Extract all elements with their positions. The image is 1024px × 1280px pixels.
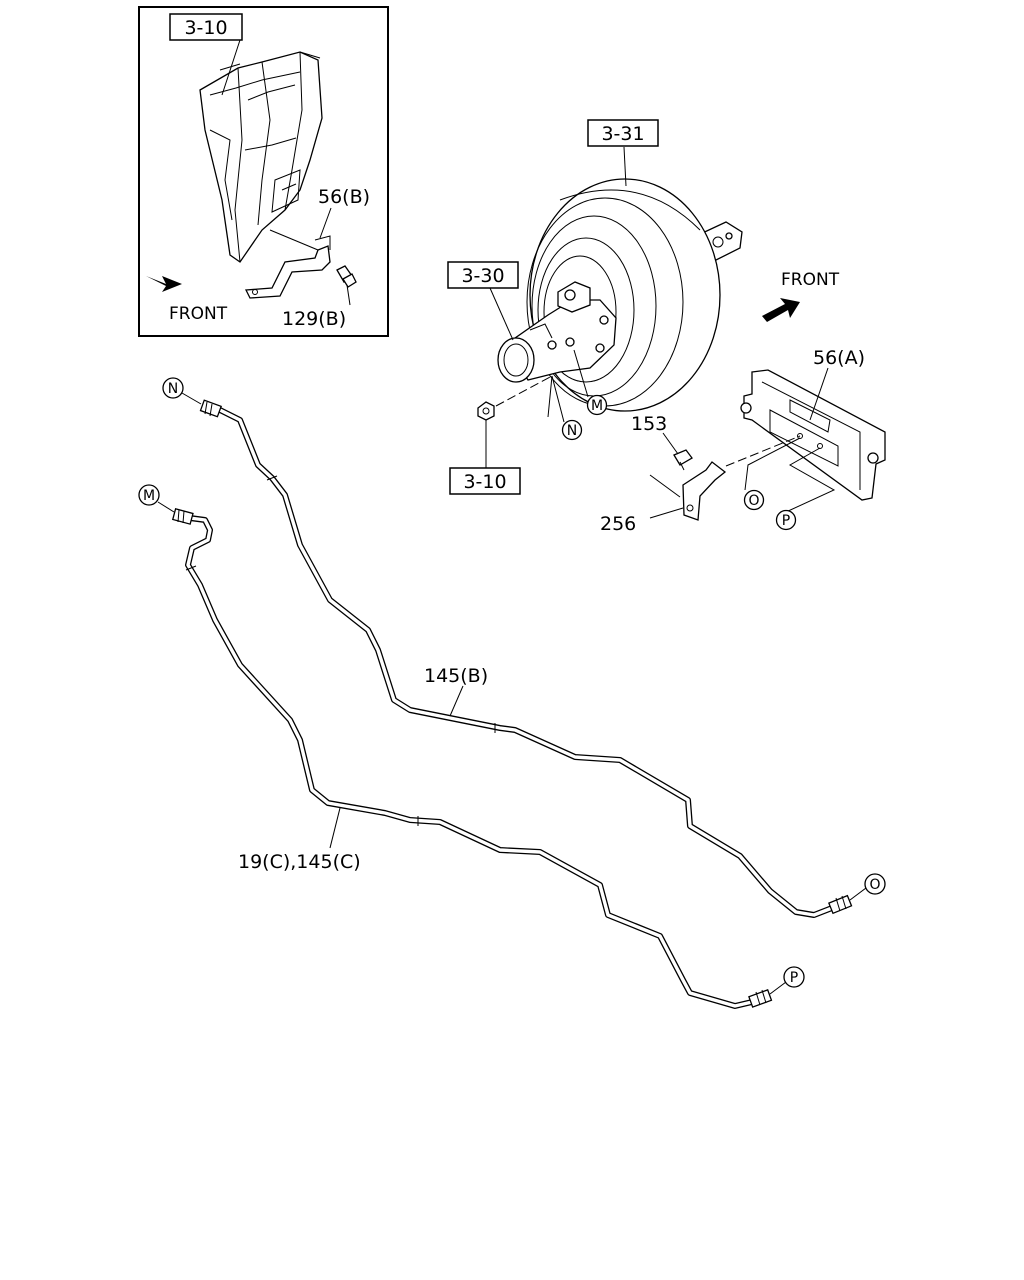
master-cyl-ref-box: [447, 261, 519, 289]
bolt-centerline: [649, 474, 681, 498]
inset-bolt-129b: [336, 265, 357, 288]
connector-m-booster: M: [586, 394, 608, 416]
pipe-b-label: 145(B): [424, 665, 488, 687]
inset-dash-panel-drawing: [199, 51, 323, 263]
inset-panel: 3-10 56(B) 129(B) FRONT: [138, 6, 389, 337]
booster-front-arrow-icon: [762, 298, 800, 322]
svg-text:O: O: [869, 877, 880, 893]
brake-pipe-145c: [157, 501, 787, 1009]
bolt-153-leader: [662, 432, 679, 455]
bolt-153: [673, 449, 693, 471]
inset-bracket-56b: [244, 235, 331, 299]
pipe-c-leader: [329, 807, 341, 849]
connector-p-bracket: P: [775, 509, 797, 531]
bolt-153-label: 153: [631, 413, 667, 435]
connector-n-leader: [547, 375, 565, 423]
inset-bracket-leader: [319, 207, 332, 239]
clip-centerline: [725, 435, 801, 467]
nut-centerline: [495, 375, 553, 407]
connector-m-leader: [573, 349, 589, 398]
inset-front-label: FRONT: [169, 304, 228, 324]
svg-text:M: M: [143, 488, 155, 504]
bracket-assembly: 56(A) 153 256 O P: [600, 347, 886, 535]
clip-256: [682, 461, 727, 521]
svg-text:N: N: [567, 423, 577, 439]
pipe-b-leader: [449, 685, 464, 717]
nut-ref-box: [449, 467, 521, 495]
connector-o-leader: [744, 437, 801, 491]
pipe-b-fitting-o: [828, 887, 867, 915]
pipe-b-fitting-n: [181, 392, 223, 418]
connector-p-leader: [785, 447, 836, 513]
svg-text:N: N: [168, 381, 178, 397]
booster-ref-box: [587, 119, 659, 147]
svg-text:P: P: [790, 970, 798, 986]
clip-256-label: 256: [600, 513, 636, 535]
bracket-plate-56a: [740, 369, 886, 501]
inset-bolt-leader: [346, 284, 351, 306]
master-cyl-ref-leader: [489, 287, 514, 341]
inset-front-arrow-icon: [146, 276, 182, 292]
connector-n-booster: N: [561, 419, 583, 441]
inset-bolt-label: 129(B): [282, 308, 346, 330]
svg-text:P: P: [782, 513, 790, 529]
connector-p-pipe: P: [783, 966, 805, 988]
connector-o-pipe: O: [864, 873, 886, 895]
pipe-c-fitting-p: [748, 981, 787, 1008]
inset-ref-box-label: 3-10: [184, 17, 227, 39]
clip-256-leader: [649, 507, 684, 519]
master-cylinder: [497, 281, 617, 383]
inset-bracket-label: 56(B): [318, 186, 370, 208]
plate-label-leader: [809, 367, 829, 421]
svg-text:M: M: [591, 398, 603, 414]
booster-ref-leader: [623, 146, 627, 187]
connector-m-pipe: M: [138, 484, 160, 506]
booster-ref-label: 3-31: [601, 123, 644, 145]
pipe-c-fitting-m: [157, 501, 194, 525]
inset-panel-leader: [269, 229, 319, 251]
inset-ref-box: [169, 13, 243, 41]
inset-ref-leader: [221, 39, 241, 96]
booster-front-label: FRONT: [781, 270, 840, 290]
connector-n-pipe: N: [162, 377, 184, 399]
plate-56a-label: 56(A): [813, 347, 865, 369]
brake-pipe-145b: [181, 392, 867, 918]
svg-text:O: O: [748, 493, 759, 509]
brake-booster-assembly: 3-31 3-30 3-10 N M FRONT: [447, 119, 840, 495]
pipe-c-label: 19(C),145(C): [238, 851, 361, 873]
connector-o-bracket: O: [743, 489, 765, 511]
nut-ref-label: 3-10: [463, 471, 506, 493]
nut-3-10: [477, 401, 495, 421]
master-cyl-ref-label: 3-30: [461, 265, 504, 287]
